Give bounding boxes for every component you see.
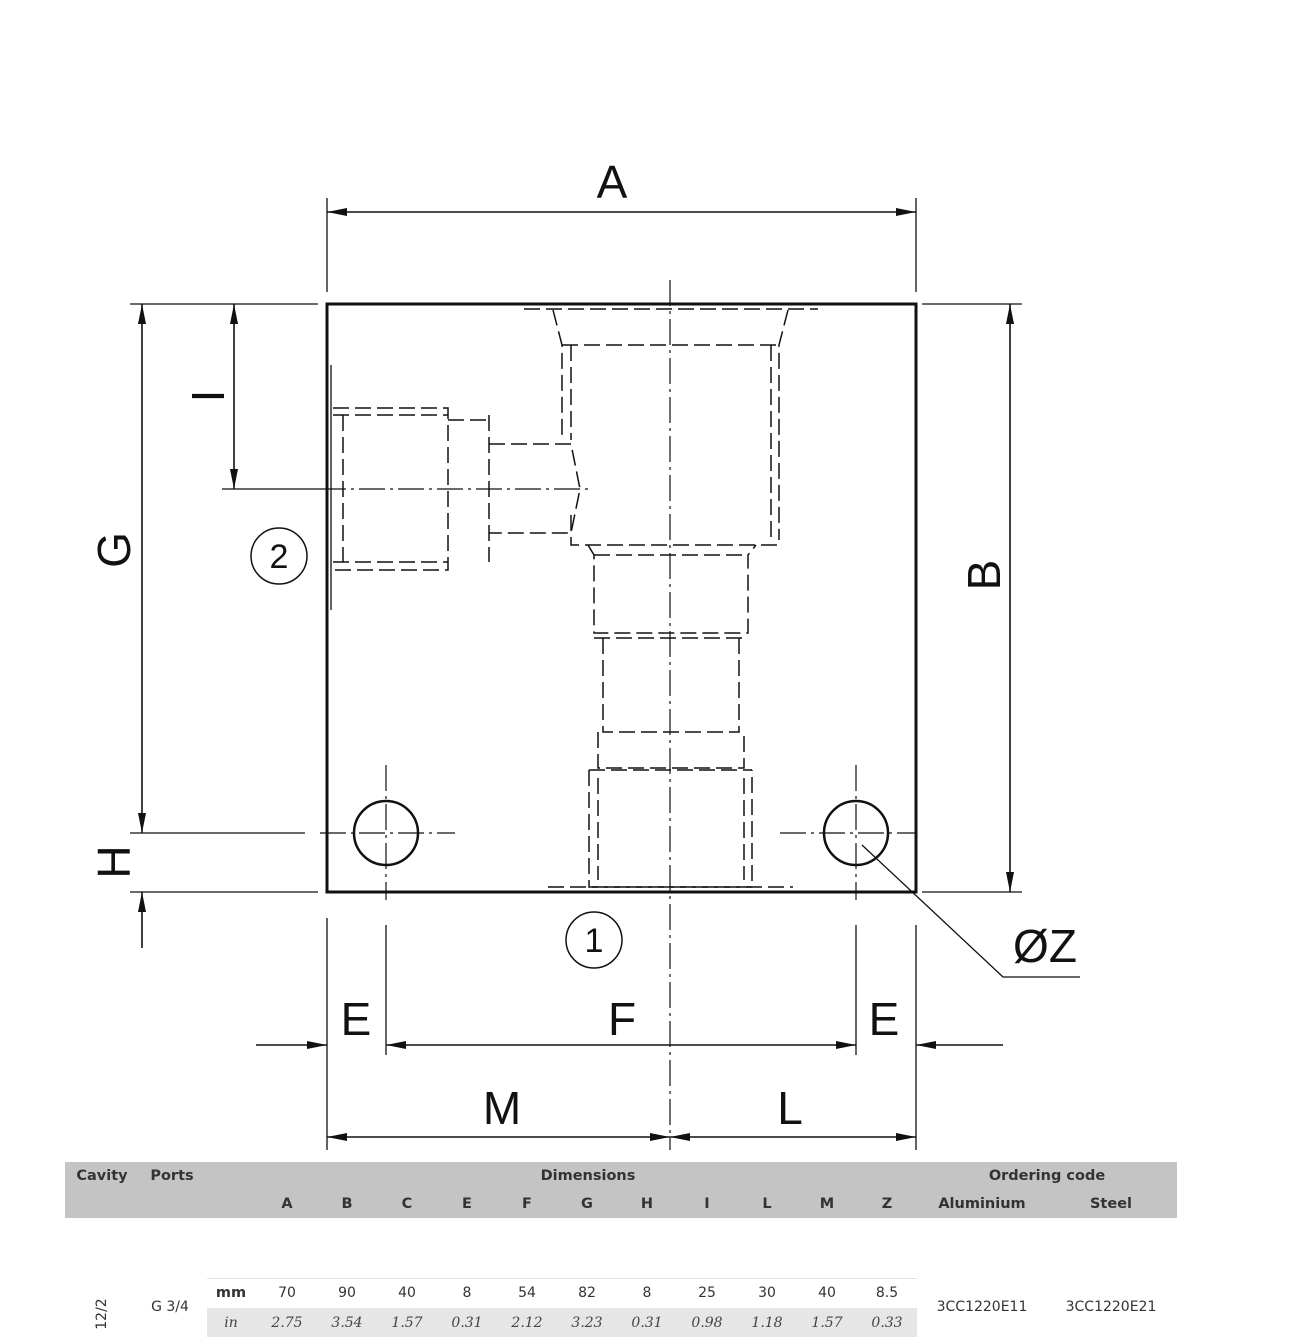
dim-mm-F: 54 — [518, 1285, 536, 1301]
dim-mm-L: 30 — [758, 1285, 776, 1301]
dim-header-C: C — [401, 1196, 413, 1212]
dim-header-E: E — [462, 1196, 472, 1212]
dim-header-L: L — [762, 1196, 772, 1212]
dim-header-G: G — [581, 1196, 593, 1212]
dim-mm-C: 40 — [398, 1285, 416, 1301]
dim-mm-I: 25 — [698, 1285, 716, 1301]
dim-in-L: 1.18 — [751, 1315, 783, 1331]
dim-in-H: 0.31 — [631, 1315, 663, 1331]
dim-in-Z: 0.33 — [871, 1315, 903, 1331]
dim-mm-B: 90 — [338, 1285, 356, 1301]
port-2-marker — [250, 527, 308, 585]
dim-header-B: B — [341, 1196, 353, 1212]
block-outline — [325, 302, 918, 894]
dim-header-M: M — [819, 1196, 835, 1212]
dim-in-G: 3.23 — [571, 1315, 603, 1331]
dim-in-E: 0.31 — [451, 1315, 483, 1331]
port-2-label: 2 — [270, 538, 289, 576]
hidden-cavity-lines — [333, 308, 818, 888]
label-i: I — [182, 390, 234, 403]
table-header — [65, 1162, 1177, 1218]
label-a: A — [597, 156, 628, 208]
header-steel: Steel — [1089, 1196, 1133, 1212]
unit-mm: mm — [215, 1285, 247, 1301]
header-dimensions: Dimensions — [540, 1168, 636, 1184]
dim-mm-E: 8 — [462, 1285, 472, 1301]
header-aluminium: Aluminium — [938, 1196, 1026, 1212]
dim-in-A: 2.75 — [271, 1315, 303, 1331]
label-e-left: E — [341, 993, 372, 1045]
inch-row-background — [207, 1308, 917, 1337]
label-h: H — [88, 845, 140, 878]
dim-in-M: 1.57 — [811, 1315, 843, 1331]
cavity-value: 12/2 — [94, 1298, 110, 1330]
port-1-label: 1 — [585, 922, 604, 960]
dim-header-Z: Z — [881, 1196, 893, 1212]
label-e-right: E — [869, 993, 900, 1045]
label-b: B — [958, 560, 1010, 591]
dim-header-I: I — [704, 1196, 710, 1212]
dim-header-F: F — [522, 1196, 532, 1212]
steel-code: 3CC1220E21 — [1065, 1299, 1157, 1315]
label-l: L — [777, 1082, 803, 1134]
divider — [207, 1278, 917, 1279]
dim-in-F: 2.12 — [511, 1315, 543, 1331]
dim-mm-Z: 8.5 — [875, 1285, 899, 1301]
header-cavity: Cavity — [76, 1168, 128, 1184]
dim-mm-G: 82 — [578, 1285, 596, 1301]
technical-drawing: A G H I B E F E M L ØZ 1 2 — [88, 156, 1080, 1150]
label-m: M — [483, 1082, 521, 1134]
header-ports: Ports — [150, 1168, 194, 1184]
mounting-hole-right — [822, 799, 890, 867]
ports-value: G 3/4 — [151, 1299, 189, 1315]
dim-mm-H: 8 — [642, 1285, 652, 1301]
label-f: F — [608, 993, 636, 1045]
mounting-hole-left — [352, 799, 420, 867]
z-leader-line — [861, 844, 1080, 978]
dim-mm-M: 40 — [818, 1285, 836, 1301]
dim-header-H: H — [640, 1196, 654, 1212]
dim-in-B: 3.54 — [331, 1315, 363, 1331]
header-ordering-code: Ordering code — [988, 1168, 1106, 1184]
aluminium-code: 3CC1220E11 — [936, 1299, 1028, 1315]
unit-in: in — [224, 1315, 238, 1331]
dim-in-C: 1.57 — [391, 1315, 423, 1331]
label-g: G — [88, 532, 140, 568]
label-z: ØZ — [1013, 920, 1077, 972]
dim-header-A: A — [281, 1196, 293, 1212]
dim-mm-A: 70 — [278, 1285, 296, 1301]
dim-in-I: 0.98 — [691, 1315, 723, 1331]
port-1-marker — [565, 911, 623, 969]
